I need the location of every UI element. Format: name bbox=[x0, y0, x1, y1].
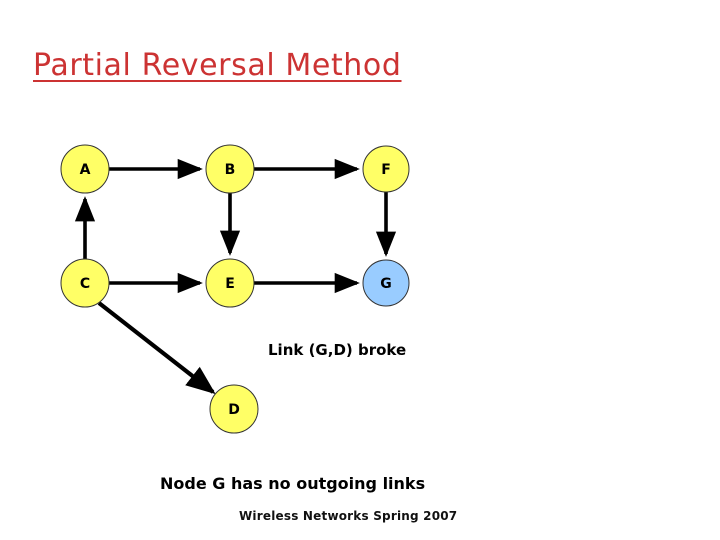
node-circle-g[interactable] bbox=[362, 259, 410, 307]
node-label-c: C bbox=[80, 276, 90, 292]
graph-node-d[interactable]: D bbox=[209, 384, 259, 434]
node-label-b: B bbox=[225, 162, 236, 178]
link-broke-annotation: Link (G,D) broke bbox=[268, 341, 407, 359]
graph-edges bbox=[74, 158, 397, 395]
node-circle-b[interactable] bbox=[205, 144, 255, 194]
node-label-e: E bbox=[225, 276, 235, 292]
page-title: Partial Reversal Method bbox=[33, 48, 402, 83]
node-label-g: G bbox=[380, 276, 392, 292]
graph-node-b[interactable]: B bbox=[205, 144, 255, 194]
graph-node-e[interactable]: E bbox=[205, 258, 255, 308]
graph-node-f[interactable]: F bbox=[362, 145, 410, 193]
node-label-d: D bbox=[228, 402, 240, 418]
node-circle-c[interactable] bbox=[60, 258, 110, 308]
node-circle-e[interactable] bbox=[205, 258, 255, 308]
graph-node-a[interactable]: A bbox=[60, 144, 110, 194]
node-label-f: F bbox=[381, 162, 391, 178]
no-outgoing-links-annotation: Node G has no outgoing links bbox=[160, 474, 426, 493]
node-circle-d[interactable] bbox=[209, 384, 259, 434]
node-circle-a[interactable] bbox=[60, 144, 110, 194]
node-label-a: A bbox=[80, 162, 91, 178]
graph-nodes: A B F C E G bbox=[60, 144, 410, 434]
edge-c-to-d bbox=[97, 301, 216, 395]
node-circle-f[interactable] bbox=[362, 145, 410, 193]
graph-node-c[interactable]: C bbox=[60, 258, 110, 308]
graph-node-g[interactable]: G bbox=[362, 259, 410, 307]
slide-footer: Wireless Networks Spring 2007 bbox=[239, 509, 458, 523]
